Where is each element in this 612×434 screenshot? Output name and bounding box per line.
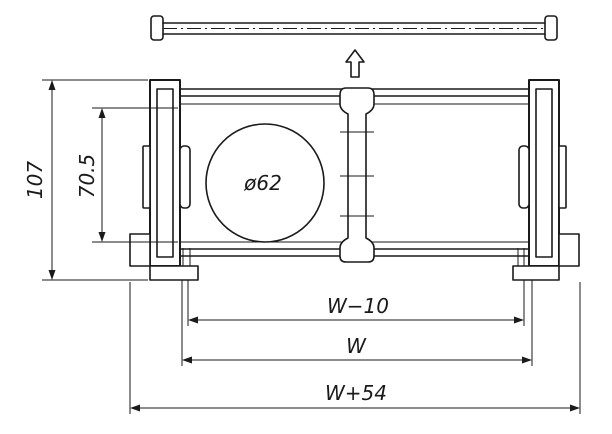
left-bracket-outer-lug <box>142 145 151 209</box>
dim-width-plus-54 <box>130 404 580 412</box>
label-inner-height: 70.5 <box>75 154 99 199</box>
dim-overall-height <box>42 79 148 281</box>
left-base-plate <box>149 265 199 281</box>
right-bracket-outer-lug <box>558 145 567 209</box>
left-foot-block <box>129 233 151 267</box>
dim-width-minus-10 <box>188 316 524 324</box>
right-base-plate <box>512 265 560 281</box>
up-arrow-icon <box>345 49 365 78</box>
rod-left-end-cap <box>150 15 164 41</box>
dim-extension-lines <box>129 280 581 414</box>
right-bracket-outer <box>528 79 560 267</box>
right-foot-block <box>558 233 580 267</box>
label-width: W <box>346 334 367 358</box>
label-width-plus-54: W+54 <box>325 381 387 405</box>
rod-right-end-cap <box>544 15 558 41</box>
left-side-bracket <box>129 79 199 281</box>
center-divider <box>339 87 375 263</box>
label-overall-height: 107 <box>23 161 47 199</box>
dim-width <box>182 356 532 364</box>
detached-rod <box>150 15 558 41</box>
right-bracket-inner <box>535 88 553 258</box>
right-bracket-inner-lug <box>518 145 530 209</box>
label-width-minus-10: W−10 <box>327 294 389 318</box>
right-side-bracket <box>512 79 580 281</box>
roll-circle <box>205 123 325 243</box>
dim-inner-height <box>92 107 178 243</box>
left-bracket-inner <box>156 88 174 258</box>
left-bracket-inner-lug <box>179 145 191 209</box>
label-diameter: ø62 <box>243 171 282 195</box>
